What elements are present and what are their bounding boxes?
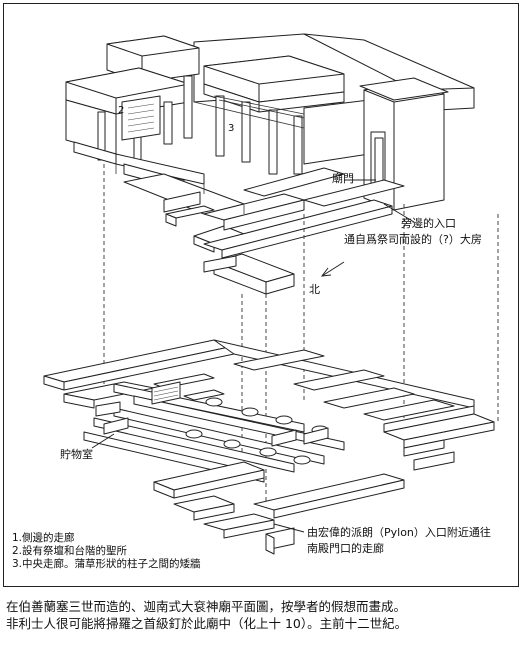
legend-item-2: 2.設有祭壇和台階的聖所 [12,545,128,557]
label-pylon-corridor-2: 南殿門口的走廊 [307,542,384,555]
temple-floor-plan [43,339,495,555]
caption-line-2: 非利士人很可能將掃羅之首級釘於此廟中（化上十 10）。主前十二世紀。 [6,616,408,631]
label-marker-2: 2 [118,105,125,116]
label-temple-gate: 廟門 [332,172,354,185]
temple-isometric-view [65,33,475,295]
caption-line-1: 在伯善蘭塞三世而造的、迦南式大袞神廟平面圖，按學者的假想而畫成。 [6,599,407,614]
legend: 1.側邊的走廊 2.設有祭壇和台階的聖所 3.中央走廊。蒲草形狀的柱子之間的矮牆 [12,532,201,571]
figure-frame: 2 3 廟門 旁邊的入口 通自爲祭司而設的（?）大房 北 貯物室 由宏偉的派朗（… [3,3,519,587]
label-north: 北 [309,283,320,296]
label-marker-3: 3 [228,123,235,134]
label-pylon-corridor: 由宏偉的派朗（Pylon）入口附近通往 [307,526,491,539]
figure-caption: 在伯善蘭塞三世而造的、迦南式大袞神廟平面圖，按學者的假想而畫成。 非利士人很可能… [6,598,518,632]
legend-item-3: 3.中央走廊。蒲草形狀的柱子之間的矮牆 [12,558,201,570]
temple-drawing [43,33,499,555]
legend-item-1: 1.側邊的走廊 [12,532,75,544]
label-storeroom: 貯物室 [60,448,93,461]
label-side-entrance: 旁邊的入口 [401,217,456,230]
label-side-entrance-desc: 通自爲祭司而設的（?）大房 [344,233,482,246]
